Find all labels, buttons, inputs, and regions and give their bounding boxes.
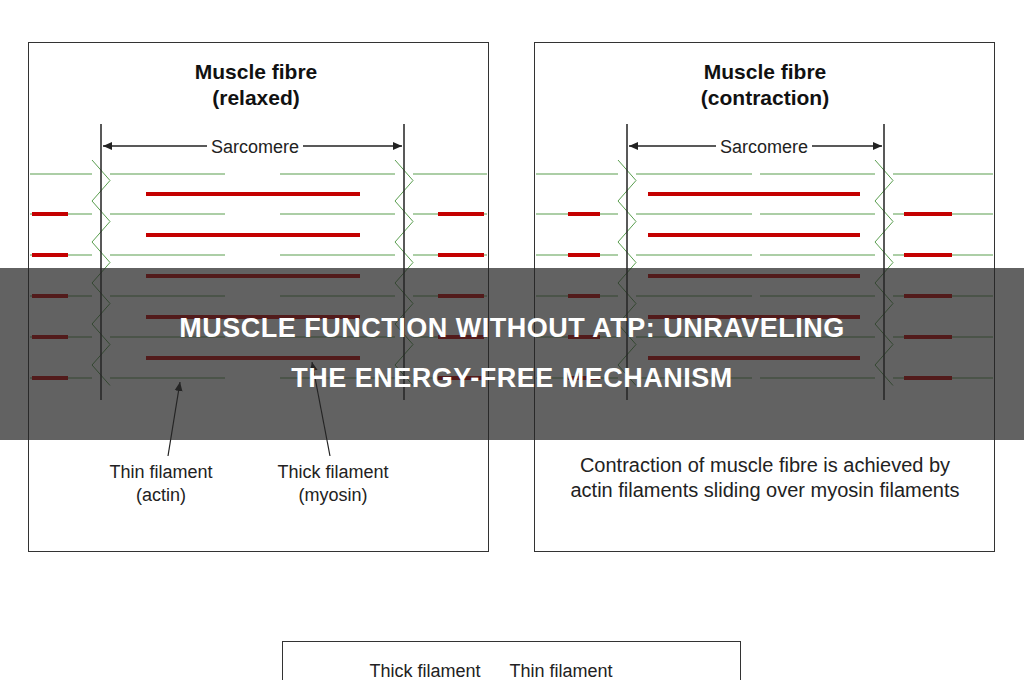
myosin-filament — [32, 212, 68, 216]
myosin-filament — [568, 212, 600, 216]
actin-filament — [30, 254, 92, 255]
myosin-filament — [32, 253, 68, 257]
myosin-filament — [146, 192, 360, 196]
myosin-filament — [438, 253, 484, 257]
actin-filament — [536, 254, 618, 255]
panel-heading: Muscle fibre (relaxed) — [171, 59, 341, 112]
myosin-filament — [648, 233, 860, 237]
myosin-filament — [146, 233, 360, 237]
actin-filament — [413, 173, 487, 174]
part-label: Contraction of muscle fibre is achieved … — [565, 453, 965, 503]
part-label: Thin filament — [509, 660, 612, 680]
actin-filament — [636, 173, 752, 174]
part-label: Thick filament — [369, 660, 480, 680]
title-banner: MUSCLE FUNCTION WITHOUT ATP: UNRAVELING … — [0, 268, 1024, 440]
actin-filament — [893, 254, 993, 255]
actin-filament — [536, 173, 618, 174]
myosin-filament — [648, 192, 860, 196]
actin-filament — [280, 173, 395, 174]
actin-filament — [893, 173, 993, 174]
diagram-panel: Thick filament Thin filament — [282, 641, 741, 680]
actin-filament — [413, 254, 487, 255]
actin-filament — [893, 213, 993, 214]
myosin-filament — [904, 212, 952, 216]
actin-filament — [760, 173, 875, 174]
myosin-filament — [438, 212, 484, 216]
actin-filament — [636, 254, 752, 255]
myosin-filament — [568, 253, 600, 257]
actin-filament — [110, 213, 225, 214]
actin-filament — [760, 254, 875, 255]
actin-filament — [280, 213, 395, 214]
panel-heading: Muscle fibre (contraction) — [680, 59, 850, 112]
myosin-filament — [904, 253, 952, 257]
actin-filament — [413, 213, 487, 214]
actin-filament — [536, 213, 618, 214]
actin-filament — [30, 213, 92, 214]
part-label: Sarcomere — [207, 136, 303, 159]
actin-filament — [110, 173, 225, 174]
actin-filament — [30, 173, 92, 174]
part-label: Thick filament (myosin) — [258, 461, 408, 506]
part-label: Thin filament (actin) — [91, 461, 231, 506]
actin-filament — [110, 254, 225, 255]
actin-filament — [280, 254, 395, 255]
page-title: MUSCLE FUNCTION WITHOUT ATP: UNRAVELING … — [152, 304, 872, 404]
actin-filament — [760, 213, 875, 214]
part-label: Sarcomere — [716, 136, 812, 159]
actin-filament — [636, 213, 752, 214]
